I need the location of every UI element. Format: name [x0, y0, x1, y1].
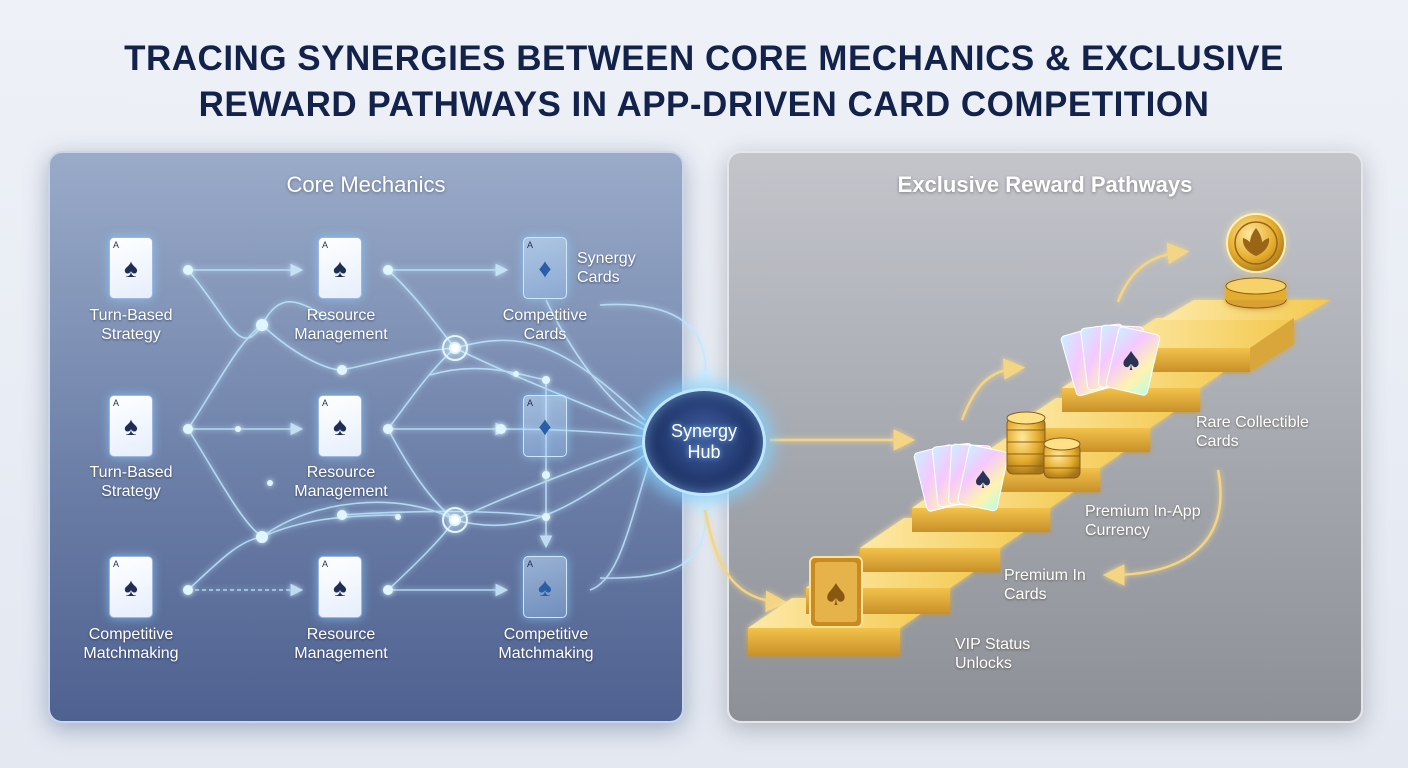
node-label-competitive-matchmaking-2: Competitive Matchmaking — [498, 626, 594, 662]
reward-label-vip-status: VIP Status Unlocks — [955, 636, 1031, 672]
core-mechanics-title: Core Mechanics — [286, 172, 446, 197]
turn-based-strategy-card-2: A♠ — [109, 395, 153, 457]
node-label-resource-management-3: Resource Management — [294, 626, 388, 662]
synergy-hub-label: Synergy Hub — [670, 421, 738, 462]
node-label-turn-based-strategy-2: Turn-Based Strategy — [89, 464, 173, 500]
node-label-resource-management: Resource Management — [294, 307, 388, 343]
synergy-hub: Synergy Hub — [642, 388, 766, 496]
reward-label-rare-collectible: Rare Collectible Cards — [1196, 414, 1309, 450]
resource-management-card-2: A♠ — [318, 395, 362, 457]
node-label-resource-management-2: Resource Management — [294, 464, 388, 500]
reward-label-premium-in-cards: Premium In Cards — [1004, 567, 1086, 603]
competitive-matchmaking-card-2: A♠ — [523, 556, 567, 618]
competitive-cards-card: A♦ — [523, 395, 567, 457]
node-label-competitive-cards: Competitive Cards — [502, 307, 588, 343]
page-title: TRACING SYNERGIES BETWEEN CORE MECHANICS… — [124, 39, 1284, 124]
reward-pathways-title: Exclusive Reward Pathways — [897, 172, 1193, 197]
core-mechanics-panel: Core Mechanics — [48, 151, 684, 723]
reward-label-premium-currency: Premium In-App Currency — [1085, 503, 1201, 539]
resource-management-card-3: A♠ — [318, 556, 362, 618]
node-label-competitive-matchmaking: Competitive Matchmaking — [83, 626, 179, 662]
node-label-turn-based-strategy: Turn-Based Strategy — [89, 307, 173, 343]
competitive-matchmaking-card: A♠ — [109, 556, 153, 618]
synergy-cards-card: A♦ — [523, 237, 567, 299]
node-label-synergy-cards: Synergy Cards — [577, 250, 636, 286]
resource-management-card: A♠ — [318, 237, 362, 299]
turn-based-strategy-card: A♠ — [109, 237, 153, 299]
